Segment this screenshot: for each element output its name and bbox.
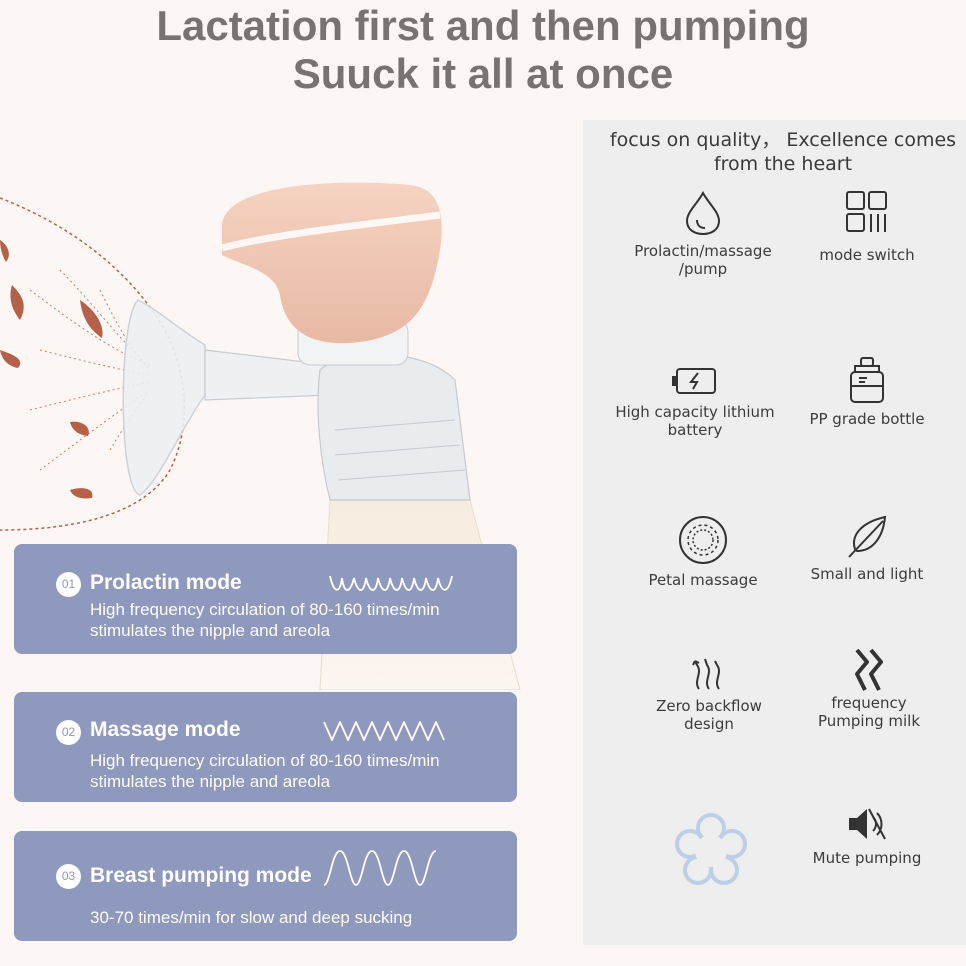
headline-line-2: Suuck it all at once — [292, 50, 674, 97]
feature-label-line: design — [684, 715, 734, 733]
feature-pp-bottle: PP grade bottle — [777, 356, 957, 428]
feature-battery: High capacity lithium battery — [605, 365, 785, 439]
mode-title: Massage mode — [90, 718, 241, 741]
mode-description: High frequency circulation of 80-160 tim… — [90, 750, 510, 792]
feature-label: Prolactin/massage /pump — [613, 242, 793, 278]
panel-heading-line: focus on quality， Excellence comes — [609, 129, 957, 151]
pumping-wave-icon — [323, 850, 437, 886]
mode-number-badge: 03 — [56, 864, 81, 889]
feature-label-line: High capacity lithium — [615, 403, 775, 421]
feature-label-line: /pump — [678, 260, 728, 278]
headline-line-1: Lactation first and then pumping — [156, 2, 810, 49]
feature-label: Petal massage — [613, 571, 793, 589]
feature-label: frequency Pumping milk — [779, 694, 959, 730]
massage-wave-icon — [323, 721, 445, 741]
flower-icon — [675, 813, 747, 885]
feature-mode-switch: mode switch — [777, 190, 957, 264]
feature-label: Small and light — [777, 565, 957, 583]
feature-small-light: Small and light — [777, 515, 957, 583]
feature-label-line: PP grade bottle — [809, 410, 925, 428]
feature-mute-pumping: Mute pumping — [777, 805, 957, 867]
mode-description-line: stimulates the nipple and areola — [90, 621, 331, 640]
mode-description-line: High frequency circulation of 80-160 tim… — [90, 751, 440, 770]
feature-frequency-pumping: frequency Pumping milk — [779, 648, 959, 730]
feature-label-line: frequency — [831, 694, 907, 712]
feature-label: Mute pumping — [777, 849, 957, 867]
mute-speaker-icon — [849, 808, 886, 840]
drop-icon — [685, 190, 721, 236]
mode-description: High frequency circulation of 80-160 tim… — [90, 599, 510, 641]
feature-zero-backflow: Zero backflow design — [619, 655, 799, 733]
panel-heading: focus on quality， Excellence comes from … — [583, 128, 966, 176]
mode-card-prolactin: 01 Prolactin mode High frequency circula… — [14, 544, 517, 654]
feature-label-line: Zero backflow — [656, 697, 762, 715]
mode-description-line: stimulates the nipple and areola — [90, 772, 331, 791]
mode-description: 30-70 times/min for slow and deep suckin… — [90, 907, 510, 928]
feather-icon — [848, 515, 887, 558]
mode-grid-icon — [846, 191, 887, 232]
breast-diagram — [0, 197, 186, 531]
mode-title: Prolactin mode — [90, 571, 242, 594]
bottle-icon — [850, 357, 884, 403]
backflow-icon — [692, 658, 720, 690]
pump-head — [221, 182, 442, 366]
mode-description-line: High frequency circulation of 80-160 tim… — [90, 600, 440, 619]
mode-title: Breast pumping mode — [90, 864, 312, 887]
feature-label-line: battery — [667, 421, 723, 439]
feature-prolactin-massage-pump: Prolactin/massage /pump — [613, 190, 793, 278]
feature-label-line: Mute pumping — [812, 849, 922, 867]
feature-label: PP grade bottle — [777, 410, 957, 428]
panel-heading-line: from the heart — [713, 153, 853, 175]
feature-petal-massage: Petal massage — [613, 515, 793, 589]
mode-number-badge: 02 — [56, 720, 81, 745]
feature-label-line: Pumping milk — [817, 712, 921, 730]
feature-label: High capacity lithium battery — [605, 403, 785, 439]
features-panel: focus on quality， Excellence comes from … — [583, 120, 966, 945]
battery-icon — [672, 368, 716, 394]
prolactin-wave-icon — [329, 575, 453, 591]
feature-label-line: Petal massage — [648, 571, 758, 589]
mode-card-massage: 02 Massage mode High frequency circulati… — [14, 692, 517, 802]
feature-label-line: mode switch — [819, 246, 915, 264]
feature-label-line: Small and light — [810, 565, 924, 583]
feature-label: Zero backflow design — [619, 697, 799, 733]
frequency-icon — [855, 648, 883, 691]
feature-label-line: Prolactin/massage — [634, 242, 772, 260]
feature-label: mode switch — [777, 246, 957, 264]
feature-flower — [621, 808, 801, 892]
petal-massage-icon — [679, 516, 727, 564]
mode-card-breast-pumping: 03 Breast pumping mode 30-70 times/min f… — [14, 831, 517, 941]
mode-number-badge: 01 — [56, 572, 81, 597]
mode-description-line: 30-70 times/min for slow and deep suckin… — [90, 908, 413, 927]
